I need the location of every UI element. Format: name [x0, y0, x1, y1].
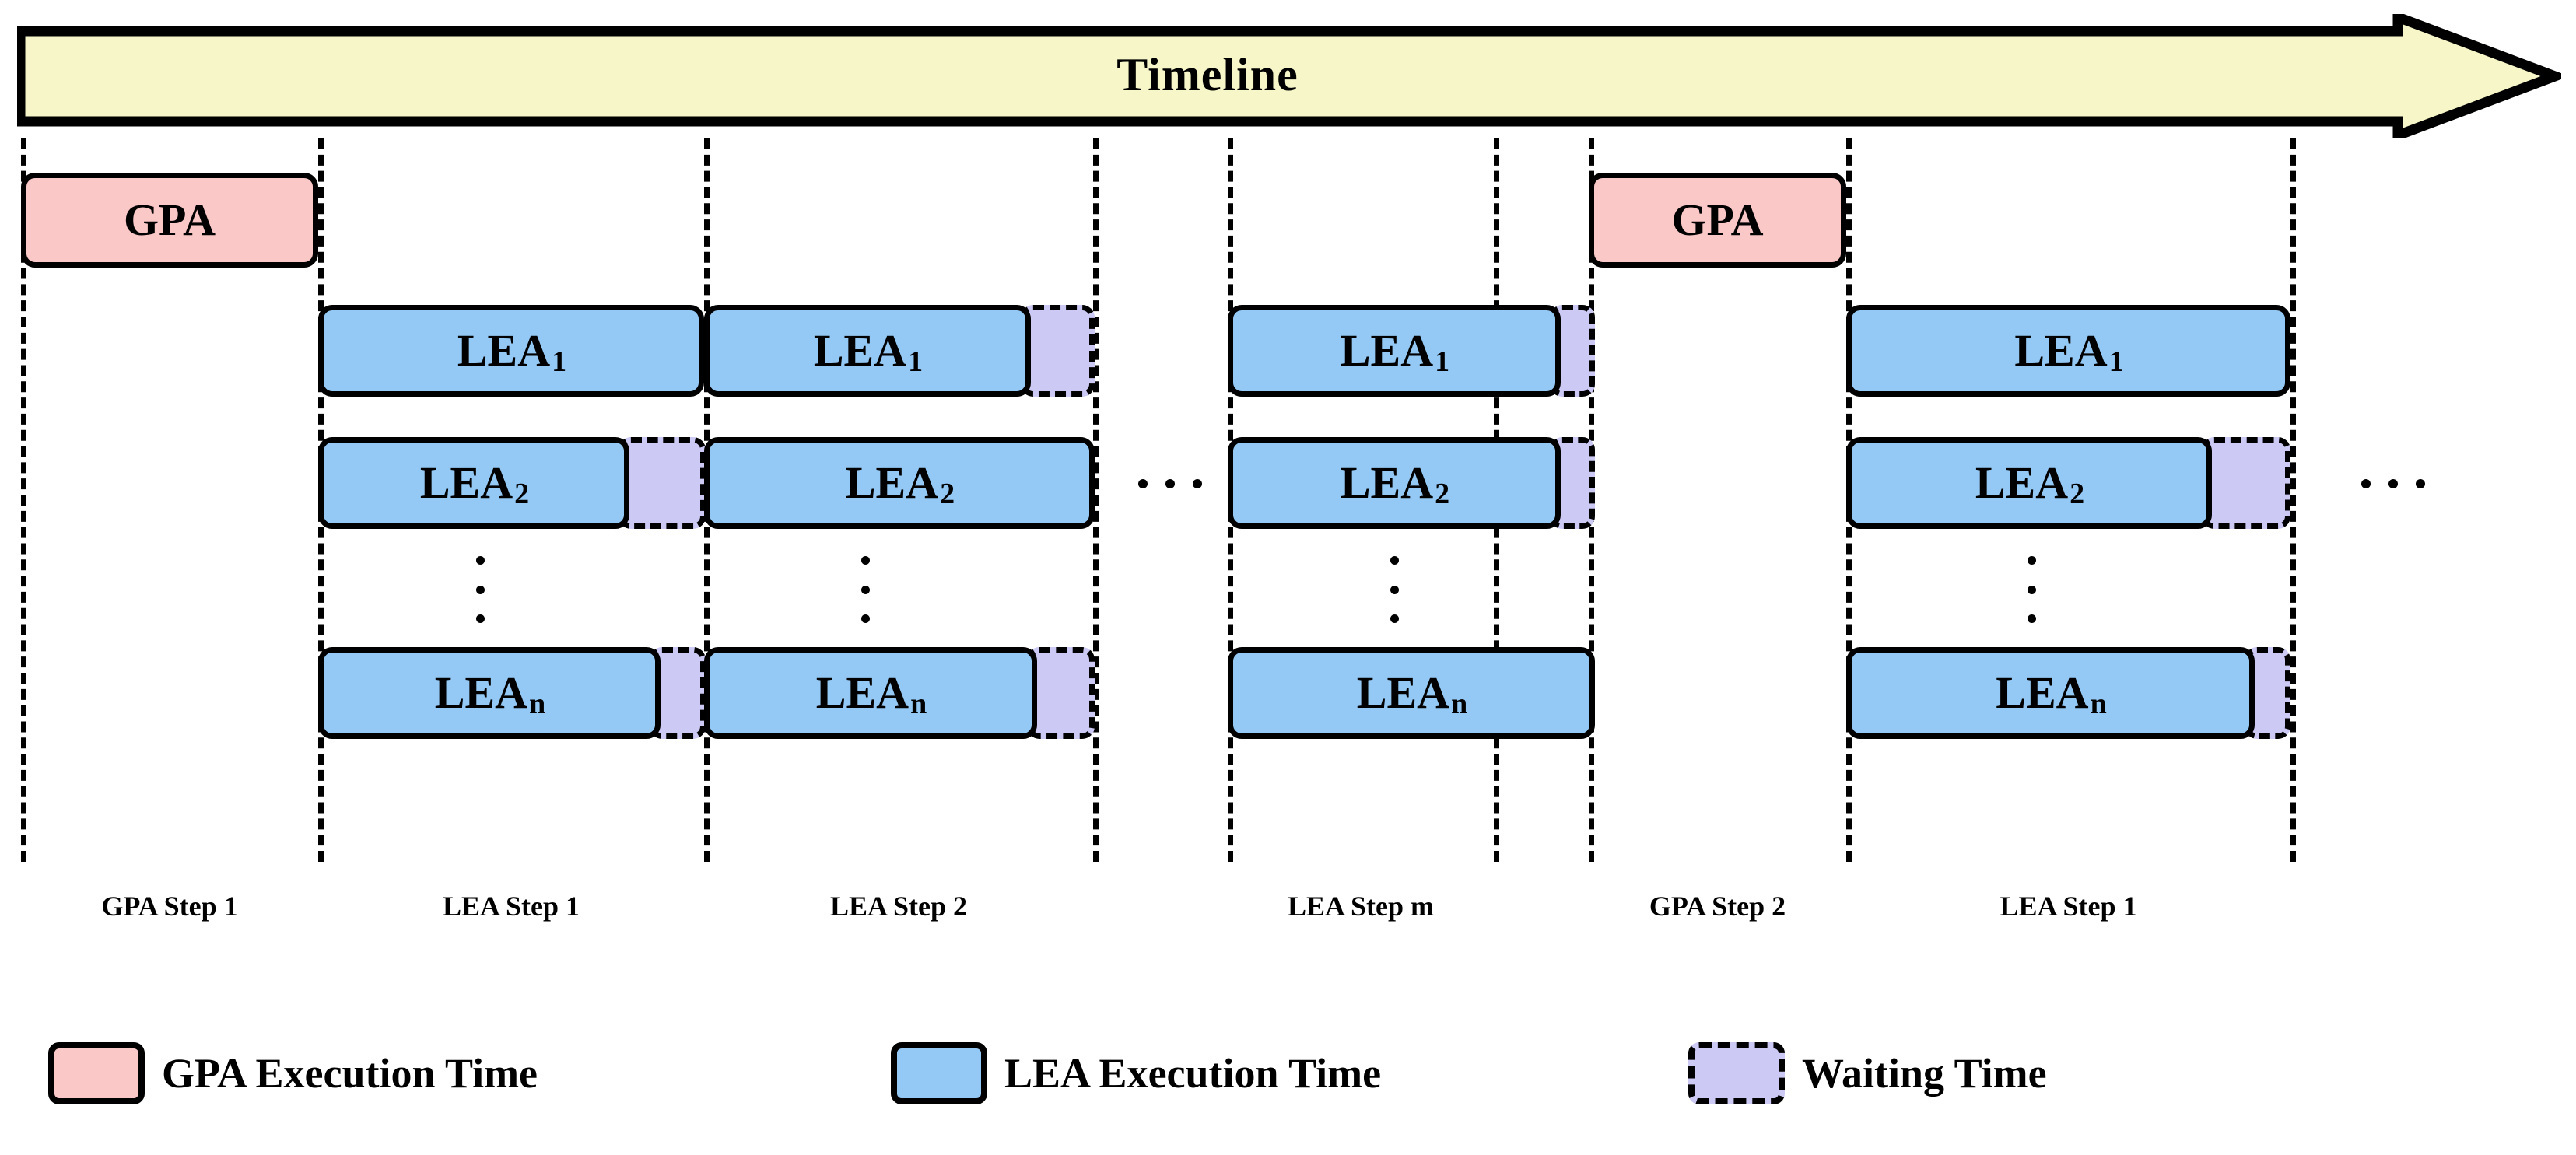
step-label-gpa-step-2: GPA Step 2: [1589, 887, 1846, 926]
gpa-swatch: [48, 1042, 145, 1104]
lea-block-subscript: 2: [514, 478, 530, 510]
lea-block-base: LEA: [2014, 325, 2108, 376]
lea-block-subscript: n: [910, 688, 927, 720]
lea-block-base: LEA: [1975, 457, 2069, 508]
lea-block-subscript: 2: [2070, 478, 2085, 510]
legend-label-gpa: GPA Execution Time: [162, 1050, 538, 1097]
step-label-lea-step-m: LEA Step m: [1228, 887, 1494, 926]
lea-rows-vertical-ellipsis-2: [860, 556, 871, 623]
column-divider-4: [1093, 138, 1099, 862]
lea-block-subscript: 1: [552, 345, 567, 378]
lea-block-base: LEA: [419, 457, 513, 508]
gpa-block-label: GPA: [123, 194, 216, 245]
step-label-text: LEA Step 2: [829, 891, 968, 922]
lea-block-subscript: 2: [940, 478, 955, 510]
lea-block-subscript: n: [1451, 688, 1468, 720]
lea-rows-vertical-ellipsis-3: [1389, 556, 1400, 623]
step-label-text: LEA Step m: [1287, 891, 1435, 922]
lea-block-base: LEA: [813, 325, 907, 376]
timeline-arrow: Timeline: [17, 14, 2561, 138]
legend-item-lea: LEA Execution Time: [891, 1034, 1381, 1112]
lea-block-subscript: n: [529, 688, 546, 720]
lea-block-base: LEA: [845, 457, 939, 508]
step-label-lea-step-2: LEA Step 2: [704, 887, 1093, 926]
lea-block-base: LEA: [434, 667, 528, 718]
lea-block-base: LEA: [1340, 325, 1434, 376]
legend-label-waiting: Waiting Time: [1802, 1050, 2047, 1097]
gpa-block-step-2[interactable]: GPA: [1589, 173, 1846, 268]
lea-block-base: LEA: [1996, 667, 2089, 718]
lea-block-subscript: 1: [2108, 345, 2124, 378]
waiting-swatch: [1688, 1042, 1785, 1104]
lea-rows-vertical-ellipsis-4: [2026, 556, 2037, 623]
gpa-block-step-1[interactable]: GPA: [21, 173, 318, 268]
step-label-lea-step-1-round2: LEA Step 1: [1846, 887, 2290, 926]
legend-item-waiting: Waiting Time: [1688, 1034, 2047, 1112]
lea-block-base: LEA: [457, 325, 551, 376]
step-label-text: GPA Step 1: [101, 891, 238, 922]
column-divider-9: [2290, 138, 2296, 862]
lea-block-subscript: 1: [908, 345, 924, 378]
lea-block-subscript: 1: [1435, 345, 1450, 378]
lea-swatch: [891, 1042, 987, 1104]
gpa-block-label: GPA: [1671, 194, 1764, 245]
lea2-waiting-step-1: [619, 437, 706, 529]
legend-item-gpa: GPA Execution Time: [48, 1034, 538, 1112]
lea-block-base: LEA: [815, 667, 909, 718]
step-label-text: LEA Step 1: [442, 891, 580, 922]
lea1-waiting-step-2: [1021, 305, 1095, 397]
lea-block-base: LEA: [1356, 667, 1450, 718]
legend-label-lea: LEA Execution Time: [1004, 1050, 1382, 1097]
timeline-arrow-shape: [17, 14, 2561, 138]
step-label-lea-step-1: LEA Step 1: [318, 887, 704, 926]
legend: GPA Execution Time LEA Execution Time Wa…: [0, 1034, 2576, 1120]
lea2-waiting-step-1-round2: [2202, 437, 2290, 529]
step-label-text: LEA Step 1: [1999, 891, 2137, 922]
steps-horizontal-ellipsis-2: [2361, 478, 2425, 489]
lea-block-subscript: 2: [1435, 478, 1450, 510]
lea-rows-vertical-ellipsis-1: [475, 556, 485, 623]
lea-block-subscript: n: [2090, 688, 2107, 720]
lean-waiting-step-2: [1027, 647, 1095, 739]
column-divider-1: [21, 138, 26, 862]
step-label-text: GPA Step 2: [1649, 891, 1786, 922]
step-label-gpa-step-1: GPA Step 1: [21, 887, 318, 926]
lea-block-base: LEA: [1340, 457, 1434, 508]
steps-horizontal-ellipsis-1: [1138, 478, 1202, 489]
